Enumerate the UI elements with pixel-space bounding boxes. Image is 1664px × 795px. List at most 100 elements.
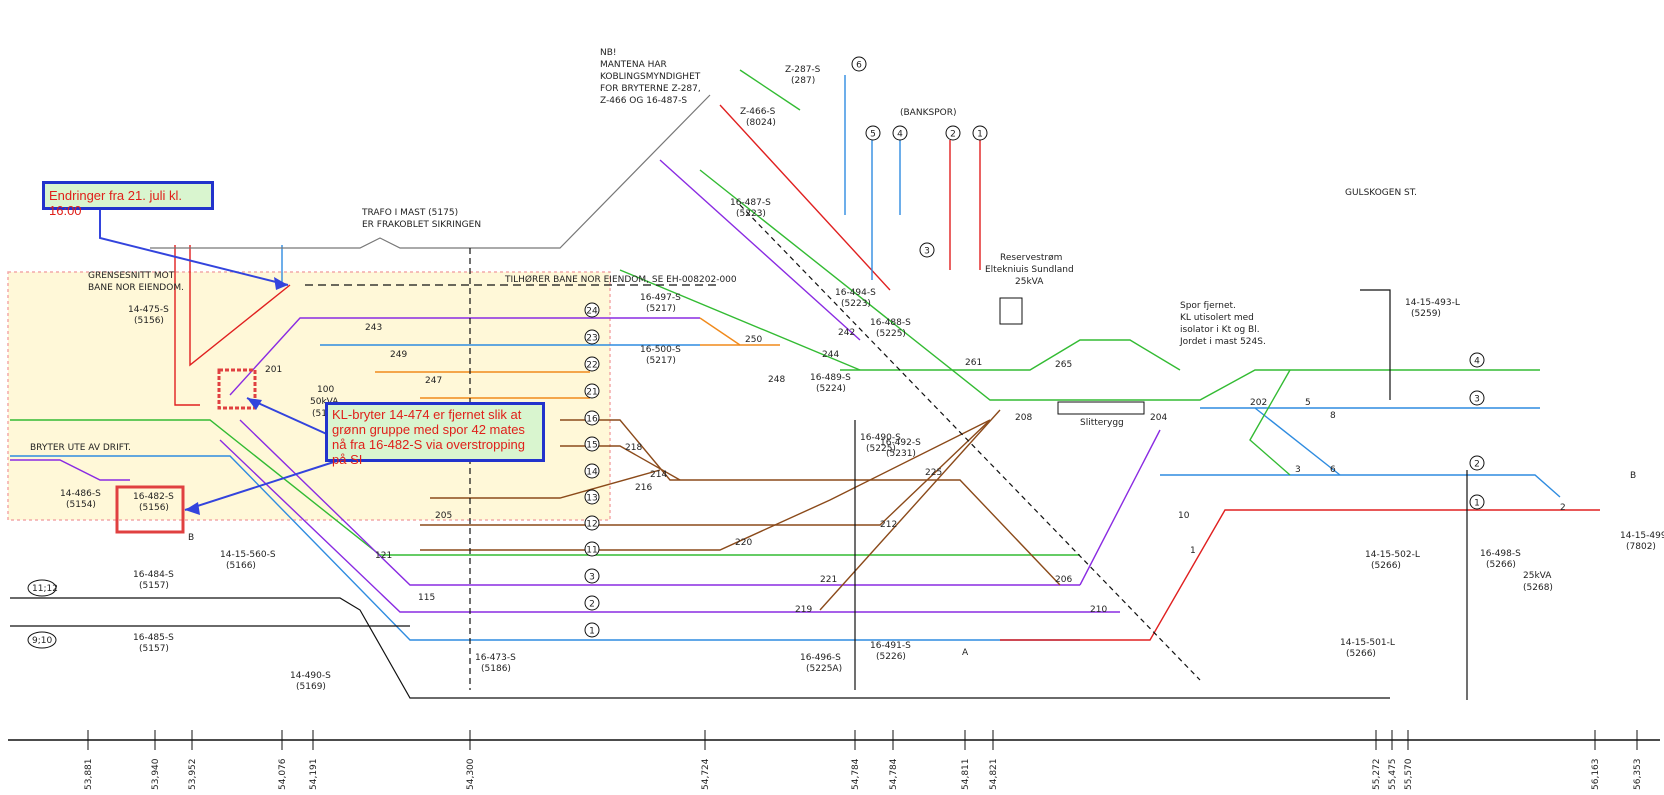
section-number: 201 <box>265 365 282 375</box>
switch-s12-mast: (5231) <box>886 449 916 459</box>
track-purple-diag <box>1079 429 1161 586</box>
property-zone <box>7 271 611 521</box>
track-green-main <box>10 419 1080 556</box>
grense-line2: BANE NOR EIENDOM. <box>88 283 184 293</box>
track-marker-label: 3 <box>1474 395 1480 405</box>
switch-s15-mast: (5223) <box>841 299 871 309</box>
dashed-diag <box>739 204 1201 681</box>
tilhorer-label: TILHØRER BANE NOR EIENDOM, SE EH-008202-… <box>504 274 737 285</box>
reserve-line2: Eltekniuis Sundland <box>985 265 1074 275</box>
spor-line1: Spor fjernet. <box>1180 301 1236 311</box>
track-marker-label: 6 <box>856 61 862 71</box>
section-number: 210 <box>1090 605 1107 615</box>
track-marker-label: 11 <box>586 546 597 556</box>
section-number: 225 <box>925 468 942 478</box>
switch-s9-name: 16-496-S <box>800 653 841 663</box>
section-number: 219 <box>795 605 812 615</box>
track-green-feed <box>739 69 801 111</box>
section-number: 247 <box>425 376 442 386</box>
switch-s17-name: Z-466-S <box>740 107 776 117</box>
marker-b1: B <box>188 533 194 543</box>
track-marker-circle <box>865 125 881 141</box>
marker-b2: B <box>1630 471 1636 481</box>
switch-s3-mast: (5156) <box>139 503 169 513</box>
switch-s18-mast: (287) <box>791 76 815 86</box>
track-marker-circle <box>584 329 600 345</box>
section-number: 218 <box>625 443 642 453</box>
switch-s2-name: 14-486-S <box>60 489 101 499</box>
side-a-oval <box>27 579 57 597</box>
track-red-top <box>719 104 891 291</box>
arrowhead-3 <box>185 502 200 515</box>
chainage-label: 56,353 <box>1633 759 1643 791</box>
section-number: 202 <box>1250 398 1267 408</box>
switch-s3-name: 16-482-S <box>133 492 174 502</box>
track-marker-label: 3 <box>924 247 930 257</box>
switch-s19-mast: (5217) <box>646 304 676 314</box>
section-number: 214 <box>650 470 667 480</box>
gray-feeder <box>150 94 711 249</box>
switch-s17-mast: (8024) <box>746 118 776 128</box>
track-marker-label: 1 <box>1474 499 1480 509</box>
section-number: 6 <box>1330 465 1336 475</box>
chainage-label: 53,940 <box>151 758 161 790</box>
track-marker-label: 21 <box>586 388 597 398</box>
trafo-line1: TRAFO I MAST (5175) <box>361 208 458 218</box>
left-main-1 <box>10 597 1390 699</box>
track-marker-label: 12 <box>586 520 597 530</box>
track-blue-main <box>10 455 1080 641</box>
bankspor-label: (BANKSPOR) <box>900 108 956 118</box>
track-green-x <box>1249 369 1291 476</box>
switch-s24-name: 14-15-501-L <box>1340 638 1395 648</box>
switch-s22-name: 14-15-502-L <box>1365 550 1420 560</box>
track-marker-circle <box>584 595 600 611</box>
switch-s18-name: Z-287-S <box>785 65 821 75</box>
chainage-label: 54,784 <box>889 758 899 790</box>
chainage-label: 56,163 <box>1591 759 1601 791</box>
track-green-top <box>699 169 1540 401</box>
track-marker-circle <box>945 125 961 141</box>
kva25b-label: (5268) <box>1523 583 1553 593</box>
change-notice-box: Endringer fra 21. juli kl. 16:00 <box>42 181 214 218</box>
spor-line3: isolator i Kt og Bl. <box>1180 325 1260 335</box>
switch-labels: 14-475-S(5156)14-486-S(5154)16-482-S(515… <box>60 65 1664 692</box>
switch-s16-mast: (5223) <box>736 209 766 219</box>
section-number: 243 <box>365 323 382 333</box>
switch-s10-mast: (5226) <box>876 652 906 662</box>
kl-note-text: KL-bryter 14-474 er fjernet slik at grøn… <box>332 407 525 467</box>
track-red-1 <box>1000 509 1600 641</box>
kl-note-box: KL-bryter 14-474 er fjernet slik at grøn… <box>325 402 545 467</box>
track-marker-circle <box>1469 352 1485 368</box>
switch-s5-mast: (5157) <box>139 644 169 654</box>
switch-s24-mast: (5266) <box>1346 649 1376 659</box>
track-purple-top <box>659 159 861 341</box>
reserve-generator <box>999 297 1023 325</box>
track-marker-circle <box>892 125 908 141</box>
nb-line4: FOR BRYTERNE Z-287, <box>600 84 701 94</box>
side-b-oval <box>27 631 57 649</box>
section-number: 205 <box>435 511 452 521</box>
track-blue-2 <box>1160 474 1561 498</box>
track-marker-circle <box>584 568 600 584</box>
track-marker-label: 16 <box>586 415 598 425</box>
chainage-label: 55,570 <box>1404 758 1414 790</box>
track-marker-circle <box>1469 494 1485 510</box>
bryter-ute-label: BRYTER UTE AV DRIFT. <box>30 443 131 453</box>
section-number: 2 <box>1560 503 1566 513</box>
side-b-label: 9;10 <box>32 636 52 646</box>
side-labels: 11;12 9;10 B B A <box>27 471 1636 658</box>
track-brown-13 <box>430 469 661 499</box>
track-brown-11 <box>420 419 991 551</box>
chainage-label: 55,272 <box>1372 759 1382 791</box>
switch-s8-mast: (5186) <box>481 664 511 674</box>
switch-s4-name: 16-484-S <box>133 570 174 580</box>
feeder-lines <box>10 94 1468 700</box>
switch-s11-mast: (5225) <box>866 444 896 454</box>
switch-s25-name: 14-15-499-L <box>1620 531 1664 541</box>
section-number: 10 <box>1178 511 1190 521</box>
chainage-label: 54,300 <box>466 758 476 790</box>
section-number: 250 <box>745 335 762 345</box>
track-marker-circle <box>972 125 988 141</box>
kva100b-label: 50kVA <box>310 397 339 407</box>
